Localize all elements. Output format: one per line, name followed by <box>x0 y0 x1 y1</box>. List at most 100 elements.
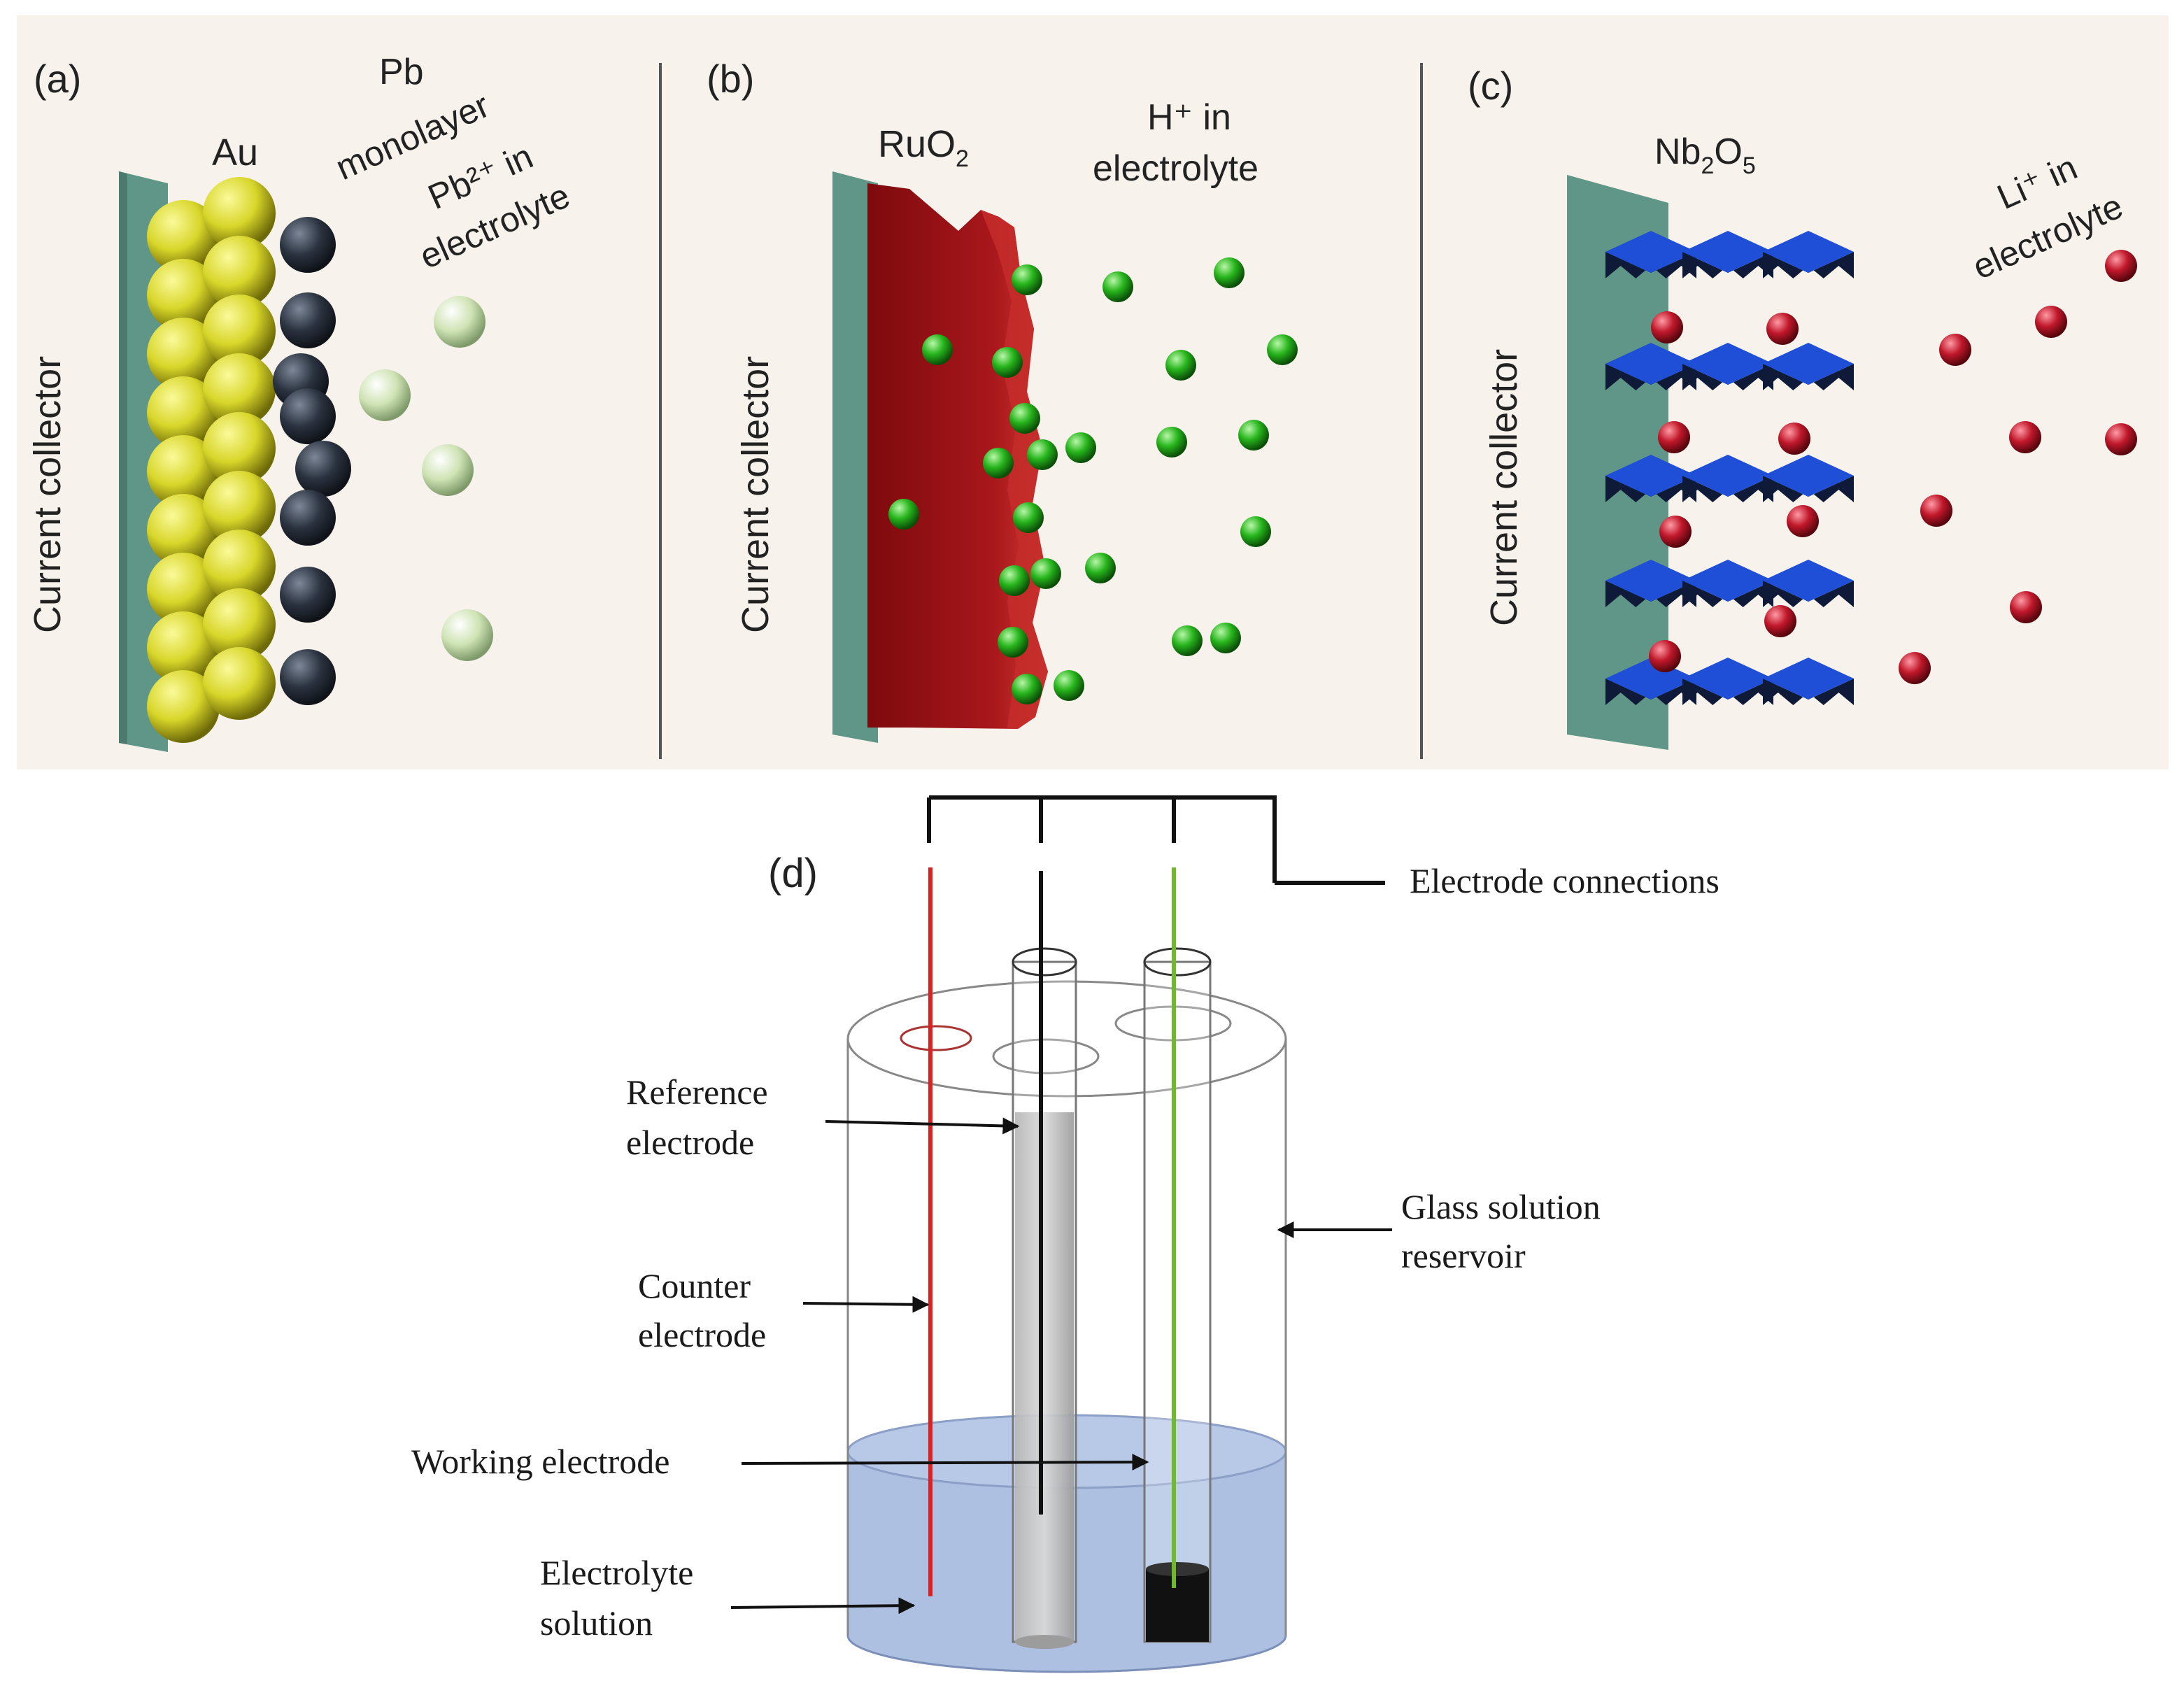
nb2o5-octahedron-block <box>1682 231 1773 278</box>
li-ion-sphere <box>1766 313 1799 345</box>
gold-sphere <box>203 588 276 661</box>
panel-d: (d) Electrode connections <box>411 795 1719 1673</box>
li-ion-sphere <box>1787 505 1819 537</box>
panel-c-li-ions <box>1649 250 2137 684</box>
nb2o5-octahedron-block <box>1763 455 1854 502</box>
li-ion-sphere <box>1659 516 1692 548</box>
gold-sphere <box>147 670 220 743</box>
li-ion-sphere <box>1658 421 1690 453</box>
h-ion-sphere <box>1085 553 1116 583</box>
h-ion-sphere <box>922 334 953 365</box>
pb-monolayer-sphere <box>295 441 351 497</box>
gold-sphere <box>147 259 220 332</box>
h-ion-sphere <box>1240 516 1271 547</box>
nb2o5-octahedron-block <box>1605 560 1696 607</box>
h-ion-sphere <box>1210 623 1241 653</box>
glass-reservoir-label-line1: Glass solution <box>1401 1187 1601 1226</box>
panel-b-material: RuO2 <box>878 123 969 172</box>
electrode-connections-bracket <box>927 795 1385 885</box>
gold-sphere <box>147 200 220 273</box>
nb2o5-octahedron-block <box>1605 455 1696 502</box>
h-ion-sphere <box>1065 432 1096 463</box>
panel-a-material: Au <box>212 132 258 173</box>
nb2o5-octahedron-block <box>1605 343 1696 390</box>
gold-sphere <box>203 177 276 250</box>
h-ion-sphere <box>1238 420 1269 451</box>
electrolyte-solution-label-line1: Electrolyte <box>540 1553 693 1592</box>
gold-sphere <box>203 412 276 485</box>
li-ion-sphere <box>2105 250 2137 282</box>
h-ion-sphere <box>1165 350 1196 381</box>
panel-c-collector-plate <box>1567 175 1668 750</box>
h-ion-sphere <box>888 499 919 530</box>
panel-c-current-collector: Current collector <box>1483 349 1525 626</box>
working-electrode-label: Working electrode <box>411 1442 669 1481</box>
reference-electrode-label-line2: electrode <box>626 1123 754 1162</box>
gold-sphere <box>203 295 276 367</box>
h-ion-sphere <box>983 448 1014 478</box>
li-ion-sphere <box>1651 311 1683 343</box>
electrode-connections-label: Electrode connections <box>1410 861 1719 900</box>
li-ion-sphere <box>1764 605 1796 637</box>
li-ion-sphere <box>1778 423 1810 455</box>
pb-monolayer-sphere <box>280 217 336 273</box>
pb-ion-sphere <box>434 296 485 348</box>
gold-sphere <box>203 236 276 308</box>
h-ion-sphere <box>1102 271 1133 302</box>
panel-b-collector-plate <box>832 171 878 743</box>
panel-b-ion-line1: H⁺ in <box>1147 97 1231 138</box>
glass-reservoir-label-line2: reservoir <box>1401 1236 1526 1275</box>
nb2o5-octahedron-block <box>1763 658 1854 705</box>
pb-monolayer-sphere <box>280 490 336 546</box>
pb-monolayer-sphere <box>280 567 336 623</box>
h-ion-sphere <box>1012 674 1042 704</box>
panel-b-ruo2-slab <box>867 183 1048 729</box>
li-ion-sphere <box>2035 306 2067 338</box>
h-ion-sphere <box>1030 558 1061 589</box>
pb-ion-sphere <box>359 369 411 421</box>
panel-a-gold-spheres <box>147 177 276 743</box>
reference-electrode-label-line1: Reference <box>626 1072 768 1112</box>
h-ion-sphere <box>1054 670 1084 701</box>
panel-b-label: (b) <box>707 57 754 101</box>
panel-b-h-ions <box>888 257 1298 704</box>
top-panels-background <box>17 15 2169 770</box>
li-ion-sphere <box>1920 495 1952 527</box>
li-ion-sphere <box>2009 421 2041 453</box>
gold-sphere <box>147 494 220 567</box>
gold-sphere <box>147 318 220 390</box>
li-ion-sphere <box>1649 640 1681 672</box>
h-ion-sphere <box>1012 264 1042 295</box>
panel-b: (b) Current collector RuO2 H⁺ in electro… <box>707 57 1298 743</box>
gold-sphere <box>203 353 276 426</box>
li-ion-sphere <box>1939 334 1971 366</box>
panel-a-current-collector: Current collector <box>27 356 69 633</box>
electrolyte-solution-label-line2: solution <box>540 1603 653 1643</box>
h-ion-sphere <box>1013 502 1044 533</box>
h-ion-sphere <box>1156 427 1187 458</box>
h-ion-sphere <box>1172 625 1203 656</box>
panel-c-nb2o5-layers <box>1605 231 1854 705</box>
counter-electrode-label-line1: Counter <box>638 1266 751 1305</box>
h-ion-sphere <box>992 347 1023 378</box>
gold-sphere <box>203 647 276 720</box>
li-ion-sphere <box>1899 652 1931 684</box>
h-ion-sphere <box>1267 334 1298 365</box>
nb2o5-octahedron-block <box>1763 343 1854 390</box>
h-ion-sphere <box>1009 403 1040 434</box>
panel-b-ion-line2: electrolyte <box>1093 148 1258 189</box>
gold-sphere <box>147 435 220 508</box>
pb-monolayer-sphere <box>280 292 336 348</box>
nb2o5-octahedron-block <box>1682 658 1773 705</box>
pb-ion-sphere <box>422 444 474 496</box>
panel-a-pb-monolayer-spheres <box>273 217 351 705</box>
working-electrode <box>1143 867 1212 1643</box>
panel-b-current-collector: Current collector <box>735 356 777 633</box>
nb2o5-octahedron-block <box>1682 560 1773 607</box>
nb2o5-octahedron-block <box>1605 231 1696 278</box>
pb-monolayer-sphere <box>280 388 336 444</box>
h-ion-sphere <box>1027 439 1058 470</box>
nb2o5-octahedron-block <box>1763 231 1854 278</box>
pb-ion-sphere <box>441 609 493 661</box>
counter-electrode-label-line2: electrode <box>638 1315 766 1354</box>
